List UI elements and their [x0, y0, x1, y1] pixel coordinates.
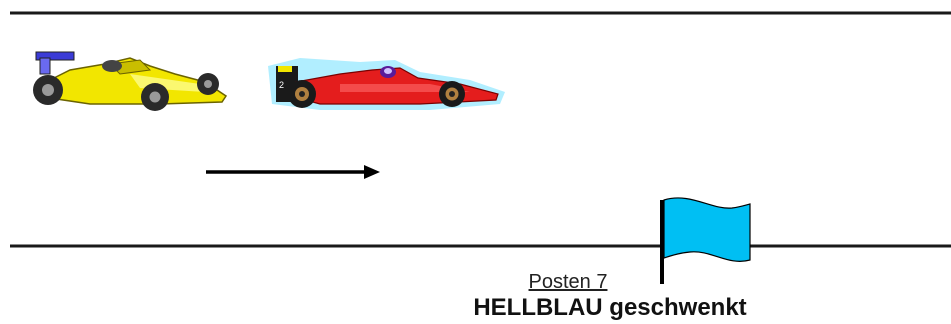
- svg-text:2: 2: [279, 80, 284, 90]
- direction-arrow-icon: [206, 165, 380, 179]
- station-label: Posten 7: [528, 271, 608, 293]
- light-blue-flag-icon: [660, 197, 751, 284]
- red-race-car-icon: 2: [268, 58, 505, 110]
- flag-caption: HELLBLAU geschwenkt: [473, 294, 747, 321]
- yellow-race-car-icon: [33, 51, 228, 111]
